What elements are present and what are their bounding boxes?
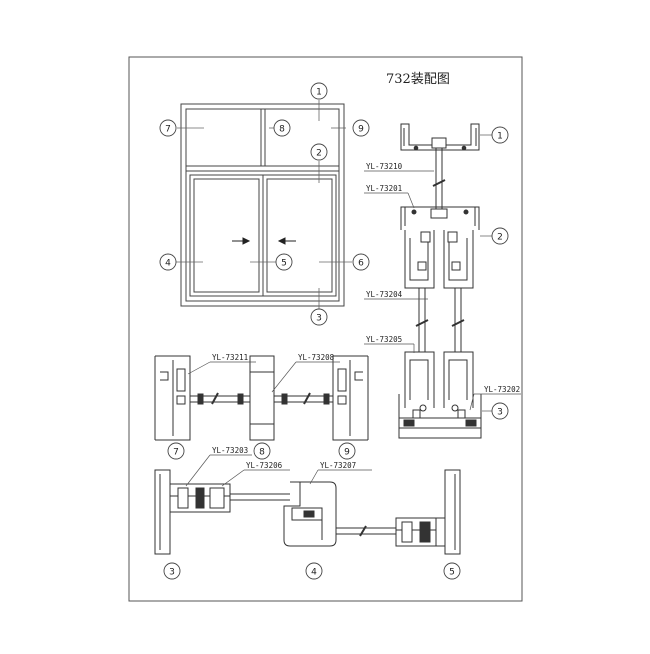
jamb-profile-lower-right — [444, 469, 461, 555]
code-yl-73208: YL-73208 — [298, 353, 335, 362]
callout-4-lower-label: 4 — [311, 568, 317, 578]
callout-5-top — [275, 253, 293, 271]
jamb-profile-lower-left — [154, 469, 171, 555]
sill-profile — [398, 394, 482, 439]
interlock-profile — [283, 481, 337, 547]
sheet-border — [128, 56, 523, 602]
right-sash — [262, 174, 337, 297]
callout-8-top — [273, 119, 291, 137]
elevation-callouts — [159, 82, 370, 326]
callout-9-section — [338, 442, 356, 460]
code-yl-73202: YL-73202 — [484, 385, 520, 394]
callout-2-section-label: 2 — [497, 233, 503, 243]
code-yl-73211: YL-73211 — [212, 353, 248, 362]
mullion-profile — [249, 355, 275, 441]
transom-profile — [400, 206, 480, 230]
callout-3-lower — [163, 562, 181, 580]
callout-9-label: 9 — [358, 125, 364, 135]
section-callouts — [491, 126, 509, 420]
callout-4-lower — [305, 562, 323, 580]
code-yl-73206: YL-73206 — [246, 461, 283, 470]
callout-2-label: 2 — [316, 149, 322, 159]
window-outer-frame — [180, 103, 345, 307]
window-elevation — [180, 103, 345, 307]
code-yl-73203: YL-73203 — [212, 446, 248, 455]
callout-3-lower-label: 3 — [169, 568, 175, 578]
callout-1-label: 1 — [316, 88, 322, 98]
callout-7-label: 7 — [165, 125, 171, 135]
code-yl-73201: YL-73201 — [366, 184, 402, 193]
callout-5-label: 5 — [281, 259, 287, 269]
callout-6-top — [352, 253, 370, 271]
code-yl-73204: YL-73204 — [366, 290, 403, 299]
lower-hsection-callouts — [163, 562, 461, 580]
jamb-profile-left — [155, 355, 191, 441]
callout-7-top — [159, 119, 177, 137]
callout-9-section-label: 9 — [344, 448, 350, 458]
horizontal-section-lower — [154, 469, 461, 555]
callout-3-section-label: 3 — [497, 408, 503, 418]
lower-hsection-leaders — [185, 454, 372, 487]
callout-1-top — [310, 82, 328, 100]
drawing-title: 732装配图 — [386, 72, 450, 87]
elevation-leaders — [176, 100, 352, 309]
callout-1-section-label: 1 — [497, 132, 503, 142]
horizontal-section-upper — [154, 355, 369, 441]
code-yl-73210: YL-73210 — [366, 162, 403, 171]
jamb-profile-right — [332, 355, 368, 441]
callout-9-top — [352, 119, 370, 137]
callout-4-label: 4 — [165, 259, 171, 269]
callout-8-section-label: 8 — [259, 448, 265, 458]
callout-3-label: 3 — [316, 314, 322, 324]
code-yl-73205: YL-73205 — [366, 335, 402, 344]
callout-7-section-label: 7 — [173, 448, 179, 458]
callout-5-lower — [443, 562, 461, 580]
callout-2-section — [491, 227, 509, 245]
callout-3-top — [310, 308, 328, 326]
callout-4-top — [159, 253, 177, 271]
callout-2-top — [310, 143, 328, 161]
callout-6-label: 6 — [358, 259, 364, 269]
callout-1-section — [491, 126, 509, 144]
left-sash — [189, 174, 264, 297]
sliding-direction-arrows — [232, 237, 296, 245]
upper-hsection-leaders — [187, 361, 340, 393]
callout-8-label: 8 — [279, 125, 285, 135]
vertical-section — [398, 123, 482, 439]
callout-8-section — [253, 442, 271, 460]
head-profile — [400, 123, 480, 151]
section-code-leaders — [364, 134, 521, 412]
callout-7-section — [167, 442, 185, 460]
callout-5-lower-label: 5 — [449, 568, 455, 578]
code-yl-73207: YL-73207 — [320, 461, 356, 470]
callout-3-section — [491, 402, 509, 420]
upper-hsection-callouts — [167, 442, 356, 460]
